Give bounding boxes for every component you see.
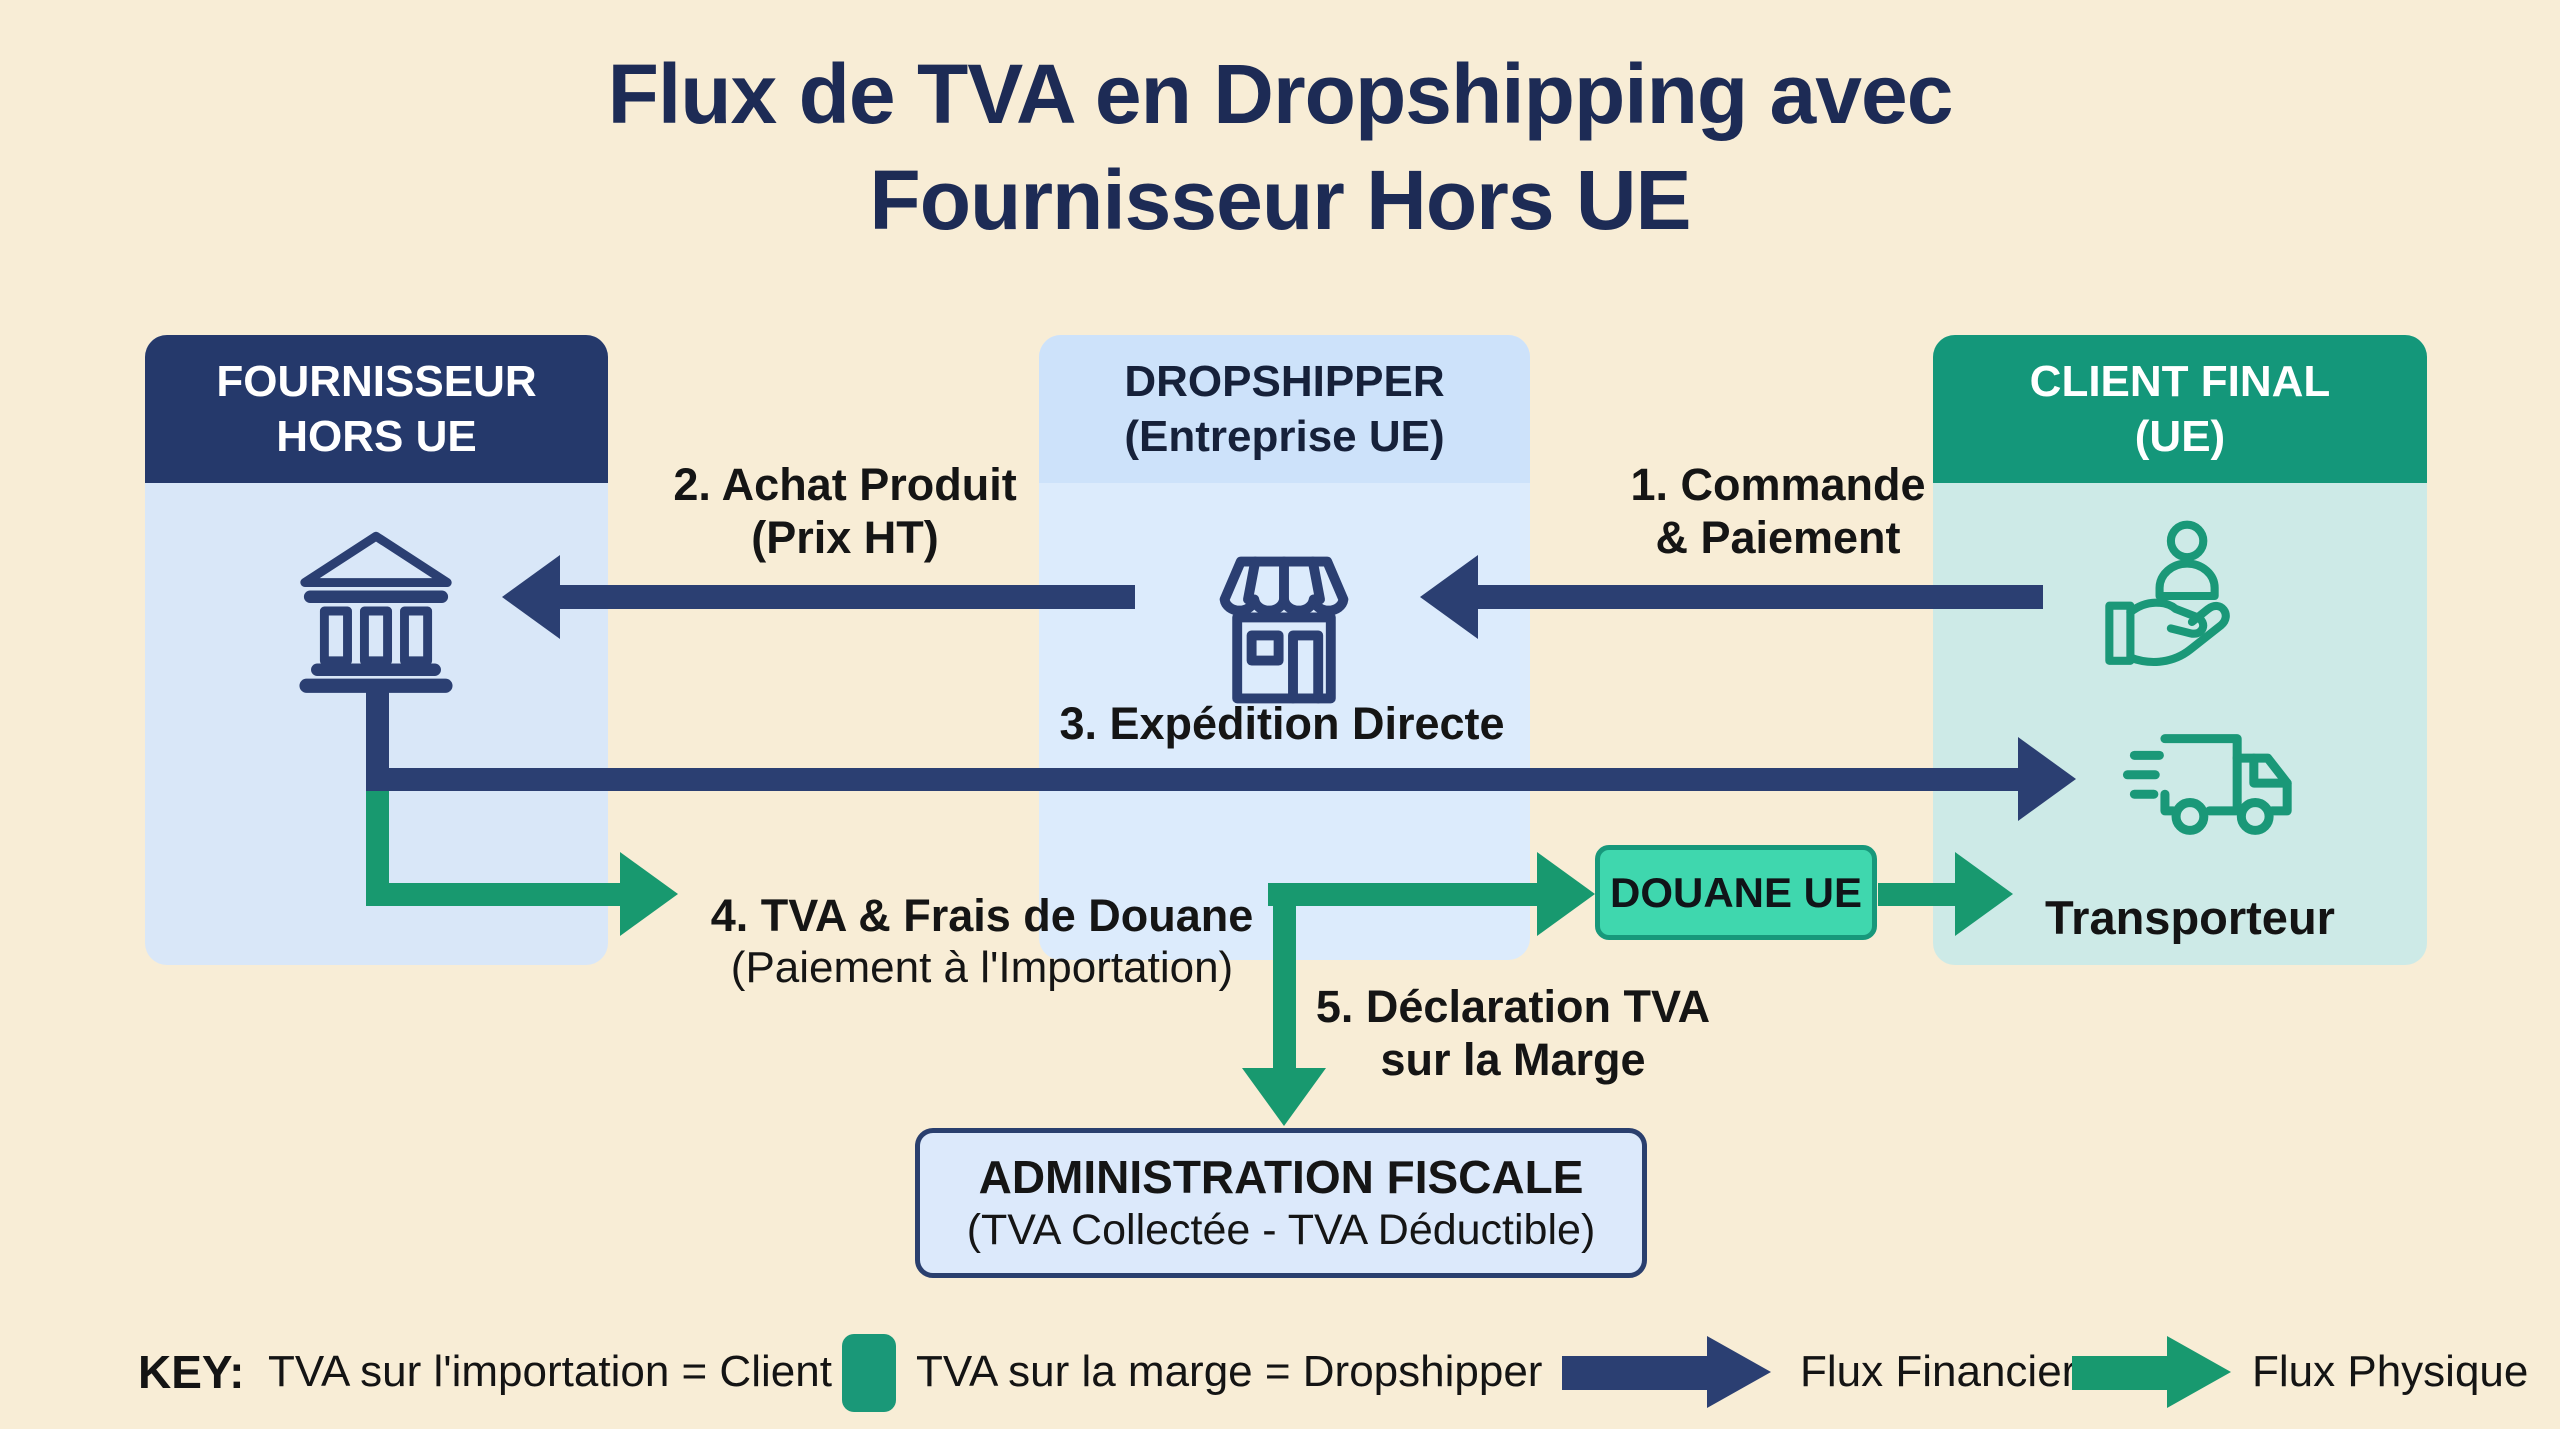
flow4-to-douane-bar (1268, 883, 1537, 906)
douane-to-transporteur-bar (1878, 883, 1955, 906)
flow4-label: 4. TVA & Frais de Douane (Paiement à l'I… (711, 836, 1254, 1047)
flow2-arrow-bar (560, 585, 1135, 609)
flow4-to-douane-arrowhead-icon (1537, 852, 1595, 936)
douane-ue-label: DOUANE UE (1609, 868, 1863, 916)
flow5-label: 5. Déclaration TVA sur la Marge (1315, 981, 1711, 1086)
flow1-label: 1. Commande & Paiement (1630, 459, 1926, 564)
flow2-arrowhead-icon (502, 555, 560, 639)
panel-client-final: CLIENT FINAL (UE) (1933, 335, 2427, 965)
flow4-arrow-bar (366, 883, 620, 906)
panel-fournisseur-header: FOURNISSEUR HORS UE (145, 335, 608, 483)
legend-physical-arrow-bar (2072, 1356, 2167, 1390)
douane-to-transporteur-arrowhead-icon (1955, 852, 2013, 936)
panel-client-header: CLIENT FINAL (UE) (1933, 335, 2427, 483)
bank-icon (299, 531, 453, 693)
panel-fournisseur-hors-ue: FOURNISSEUR HORS UE (145, 335, 608, 965)
flow1-arrowhead-icon (1420, 555, 1478, 639)
panel-dropshipper-header: DROPSHIPPER (Entreprise UE) (1039, 335, 1530, 483)
legend-financial-arrowhead-icon (1707, 1336, 1771, 1408)
storefront-icon (1219, 556, 1349, 704)
legend-key-label: KEY: (138, 1346, 245, 1398)
flow5-arrowhead-icon (1242, 1068, 1326, 1126)
legend-item-marge: TVA sur la marge = Dropshipper (916, 1347, 1543, 1396)
legend-green-swatch (842, 1334, 896, 1412)
flow2-label: 2. Achat Produit (Prix HT) (673, 459, 1017, 564)
legend-financial-arrow-bar (1562, 1356, 1707, 1390)
flow3-arrow-bar (366, 768, 2018, 791)
legend-physical-arrowhead-icon (2167, 1336, 2231, 1408)
person-hand-icon (2105, 520, 2230, 666)
administration-fiscale-subtitle: (TVA Collectée - TVA Déductible) (966, 1205, 1596, 1254)
panel-dropshipper: DROPSHIPPER (Entreprise UE) (1039, 335, 1530, 960)
administration-fiscale-title: ADMINISTRATION FISCALE (978, 1150, 1584, 1203)
legend-physical-label: Flux Physique (2252, 1347, 2529, 1396)
page-title: Flux de TVA en Dropshipping avec Fournis… (607, 47, 1954, 247)
flow3-label: 3. Expédition Directe (1059, 698, 1505, 749)
douane-ue-box: DOUANE UE (1595, 845, 1877, 940)
flow3-arrowhead-icon (2018, 737, 2076, 821)
legend-item-import: TVA sur l'importation = Client (268, 1347, 832, 1396)
administration-fiscale-box: ADMINISTRATION FISCALE (TVA Collectée - … (915, 1128, 1647, 1278)
flow5-arrow-vertical (1273, 894, 1296, 1068)
flow1-arrow-bar (1478, 585, 2043, 609)
delivery-truck-icon (2122, 734, 2292, 835)
transporteur-label: Transporteur (2045, 891, 2335, 944)
flow3-arrow-vertical (366, 690, 389, 791)
flow4-arrowhead-icon (620, 852, 678, 936)
legend-financial-label: Flux Financier (1800, 1347, 2077, 1396)
flow4-arrow-vertical (366, 791, 389, 906)
flow4-label-line2: (Paiement à l'Importation) (730, 943, 1234, 993)
flow4-label-line1: 4. TVA & Frais de Douane (710, 890, 1254, 942)
